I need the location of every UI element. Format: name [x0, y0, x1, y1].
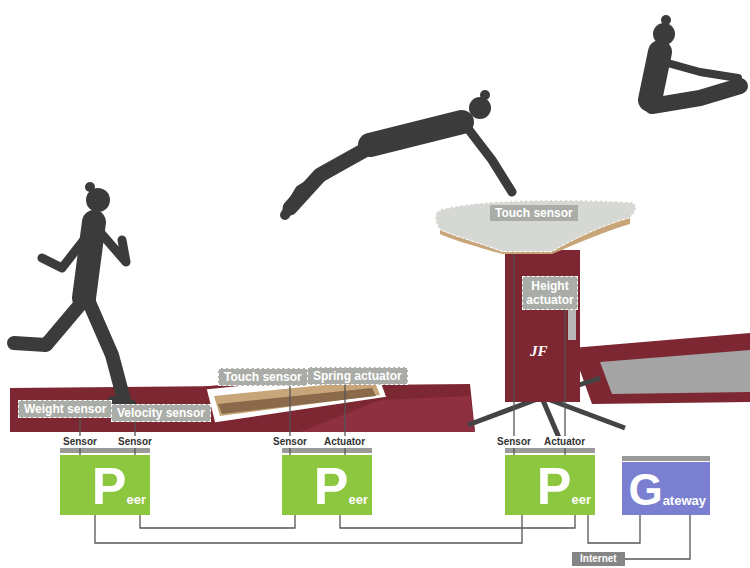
sensor-tag: Touch sensor	[218, 368, 308, 386]
signal-label: Sensor	[271, 436, 309, 448]
flyer-silhouette	[285, 150, 366, 215]
actuator-tag: Height actuator	[522, 276, 578, 310]
pike-silhouette	[664, 62, 738, 78]
node-text: Velocity sensor	[117, 406, 205, 420]
node-text: Weight sensor	[24, 402, 106, 416]
flyer-silhouette	[480, 90, 490, 100]
signal-label: Actuator	[542, 436, 587, 448]
flyer-silhouette	[469, 97, 491, 119]
actuator-tag: Spring actuator	[307, 367, 408, 385]
gateway-box: Gateway	[622, 462, 710, 515]
runner-silhouette	[42, 232, 90, 268]
table-top-sensor: Touch sensor	[432, 196, 640, 254]
pike-silhouette	[661, 15, 671, 25]
signal-label: Actuator	[322, 436, 367, 448]
peer-box: Peer	[282, 455, 372, 515]
connector	[340, 515, 575, 528]
table-column	[505, 250, 580, 402]
runner-silhouette	[100, 232, 126, 262]
node-text: Touch sensor	[224, 370, 302, 384]
connector	[140, 515, 295, 528]
peer-bars	[622, 456, 710, 461]
peer-bars	[505, 448, 595, 453]
node-text: Spring actuator	[313, 369, 402, 383]
flyer-silhouette	[466, 126, 512, 192]
peer-box: Peer	[505, 455, 595, 515]
springboard	[218, 388, 376, 414]
connector-line	[513, 251, 514, 455]
connector	[588, 515, 640, 543]
peer-bars	[60, 448, 710, 461]
node-text: Touch sensor	[490, 205, 578, 221]
connector-line	[625, 515, 690, 559]
connector	[625, 515, 690, 559]
right-mat	[572, 333, 750, 404]
connector	[514, 251, 515, 455]
node-text: Internet	[580, 553, 617, 565]
runner-silhouette	[85, 182, 95, 192]
connector-line	[564, 310, 565, 455]
connector-line	[340, 515, 575, 528]
signal-label: Sensor	[495, 436, 533, 448]
runner-silhouette	[14, 300, 84, 345]
node-text: Height actuator	[526, 279, 574, 307]
pike-silhouette	[652, 86, 740, 106]
peer-box: Peer	[60, 455, 150, 515]
table-legs	[542, 398, 560, 440]
right-mat	[572, 333, 750, 404]
peer-bars	[60, 448, 150, 453]
connector-line	[140, 515, 295, 528]
sensor-tag: Weight sensor	[18, 400, 112, 418]
table-legs	[468, 398, 540, 425]
connector	[95, 515, 522, 543]
table-column	[505, 250, 580, 402]
table-top-rim	[440, 218, 630, 254]
logo-text: JF	[530, 343, 548, 360]
flyer-silhouette	[285, 90, 512, 215]
connector-line	[95, 515, 522, 543]
node-text: Peer	[92, 460, 146, 512]
pike-silhouette	[650, 52, 660, 100]
flyer-silhouette	[370, 122, 462, 145]
signal-label: Sensor	[61, 436, 99, 448]
runner-silhouette	[14, 182, 132, 404]
right-mat	[600, 350, 750, 394]
internet-box: Internet	[572, 552, 625, 566]
node-text: Peer	[537, 460, 591, 512]
table-legs	[545, 398, 625, 428]
pike-silhouette	[650, 15, 740, 106]
node-text: Peer	[314, 460, 368, 512]
connector	[565, 310, 566, 455]
connector-line	[588, 515, 640, 543]
runner-silhouette	[88, 300, 124, 400]
node-text: Gateway	[628, 468, 706, 512]
peer-bars	[282, 448, 372, 453]
signal-label: Sensor	[116, 436, 154, 448]
sensor-tag: Velocity sensor	[111, 404, 211, 422]
